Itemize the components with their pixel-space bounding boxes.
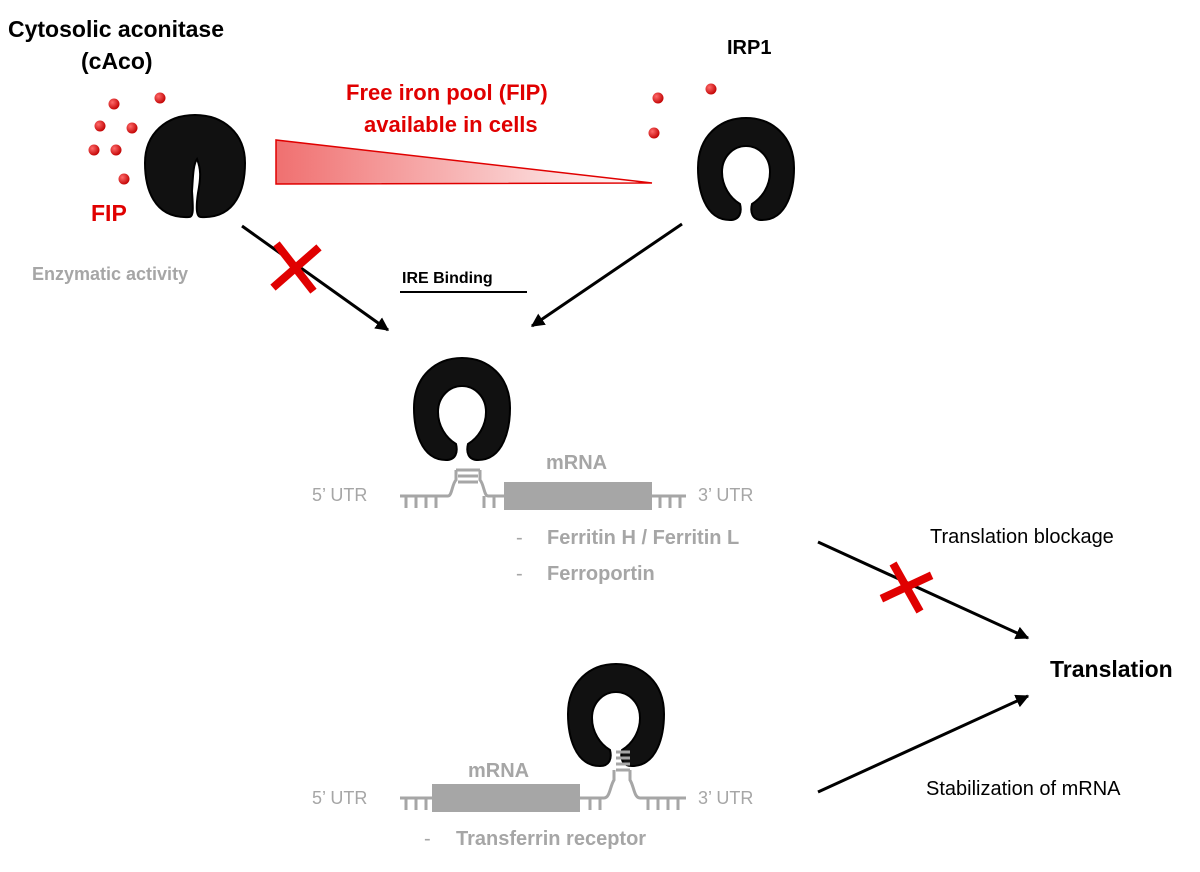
gene-dash-3: - — [424, 828, 431, 850]
caco-title: Cytosolic aconitase — [8, 16, 225, 42]
fip-label: FIP — [91, 200, 127, 226]
gene-ferritin: Ferritin H / Ferritin L — [547, 527, 740, 549]
gene-dash-2: - — [516, 563, 523, 585]
utr5-label-top: 5’ UTR — [312, 485, 368, 505]
arrow-to-translation-bottom — [817, 694, 1030, 794]
caco-abbrev: (cAco) — [81, 48, 153, 74]
translation-label: Translation — [1050, 656, 1173, 682]
arrow-caco-to-binding — [241, 224, 390, 332]
utr3-label-bottom: 3’ UTR — [698, 788, 754, 808]
coding-region-bar-top — [504, 482, 652, 510]
iron-dot-icon — [648, 83, 717, 139]
coding-region-bar-bottom — [432, 784, 580, 812]
gene-transferrin: Transferrin receptor — [456, 828, 647, 850]
fip-title-line2: available in cells — [364, 112, 538, 137]
gene-ferroportin: Ferroportin — [547, 563, 655, 585]
utr3-label-top: 3’ UTR — [698, 485, 754, 505]
gene-dash-1: - — [516, 527, 523, 549]
mrna-label-bottom: mRNA — [468, 760, 530, 782]
stabilization-label: Stabilization of mRNA — [926, 778, 1121, 800]
enzymatic-activity-label: Enzymatic activity — [32, 264, 189, 284]
red-x-icon — [879, 561, 934, 614]
arrow-irp1-to-binding — [530, 222, 683, 328]
caco-protein-icon — [144, 114, 246, 219]
arrow-to-translation-top — [817, 540, 1030, 640]
red-x-icon — [270, 241, 322, 294]
irp1-protein-icon — [697, 117, 795, 221]
ire-binding-label: IRE Binding — [402, 270, 493, 287]
fip-title-line1: Free iron pool (FIP) — [346, 80, 548, 105]
bound-irp1-protein-icon — [413, 357, 511, 461]
translation-blockage-label: Translation blockage — [930, 526, 1114, 548]
fip-gradient-wedge — [275, 139, 653, 185]
mrna-teeth-top — [404, 496, 682, 508]
mrna-label-top: mRNA — [546, 452, 608, 474]
irp1-label: IRP1 — [727, 37, 772, 59]
utr5-label-bottom: 5’ UTR — [312, 788, 368, 808]
mrna-teeth-bottom — [404, 798, 680, 810]
